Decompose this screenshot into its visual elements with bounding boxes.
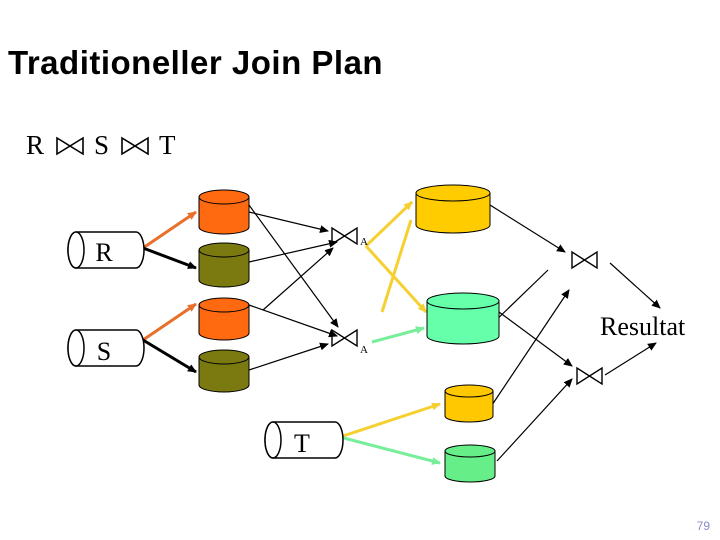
edge-r-to-orange-fragment <box>142 210 197 250</box>
edge-to-final-join-top <box>489 289 570 409</box>
fragment-join-mint <box>426 292 500 345</box>
relation-r: R <box>67 231 145 269</box>
edge-fragment-cross <box>248 204 339 328</box>
fragment-s-olive <box>198 349 250 393</box>
edge-to-result <box>604 342 657 376</box>
edge-fragment-to-join-bottom <box>248 342 329 371</box>
relation-s-symbol: S <box>94 130 110 160</box>
fragment-r-orange <box>198 189 250 235</box>
fragment-t-green <box>444 444 496 483</box>
fragment-r-olive <box>198 242 250 288</box>
edge-to-final-join-top <box>489 204 566 253</box>
join-icon: A <box>331 226 368 248</box>
fragment-t-gold <box>444 384 494 423</box>
relation-s: S <box>67 329 145 367</box>
relation-s-label: S <box>97 337 111 366</box>
relation-t-label: T <box>294 429 310 458</box>
edge-join-to-mint-fragment <box>364 244 428 314</box>
result-label: Resultat <box>600 312 686 341</box>
fragment-join-yellow <box>415 184 491 234</box>
join-icon: A <box>331 328 368 356</box>
relation-t: T <box>264 421 344 459</box>
edge-to-result <box>609 262 661 309</box>
join-attribute-label: A <box>360 344 368 356</box>
fragment-s-orange <box>198 297 250 341</box>
join-icon <box>121 136 149 156</box>
edge-yellow-link <box>380 219 413 313</box>
edge-fragment-to-join-top <box>248 239 338 263</box>
edge-s-to-olive-fragment <box>142 338 197 374</box>
edges <box>142 200 661 465</box>
join-icon <box>56 136 84 156</box>
edge-mint-to-join <box>489 269 549 327</box>
edge-join-to-yellow-fragment <box>364 200 414 248</box>
page-number: 79 <box>696 519 710 533</box>
edge-fragment-to-join-bottom <box>248 304 338 338</box>
join-attribute-label: A <box>360 236 368 248</box>
relation-r-label: R <box>95 238 113 267</box>
join-expression: R S T <box>26 130 176 161</box>
edge-t-to-green-fragment <box>339 435 441 465</box>
join-icon <box>571 250 598 270</box>
edge-t-to-gold-fragment <box>339 402 441 439</box>
relation-r-symbol: R <box>26 130 45 160</box>
edge-fragment-to-join-top <box>248 211 329 234</box>
page-title: Traditioneller Join Plan <box>8 44 384 81</box>
edge-to-final-join-bottom <box>496 378 573 462</box>
relation-t-symbol: T <box>159 130 176 160</box>
edge-s-to-orange-fragment <box>142 302 197 342</box>
edge-join-to-mint-fragment <box>371 326 425 344</box>
edge-r-to-olive-fragment <box>142 246 197 270</box>
join-icon <box>576 366 603 386</box>
edge-fragment-cross <box>262 247 334 311</box>
